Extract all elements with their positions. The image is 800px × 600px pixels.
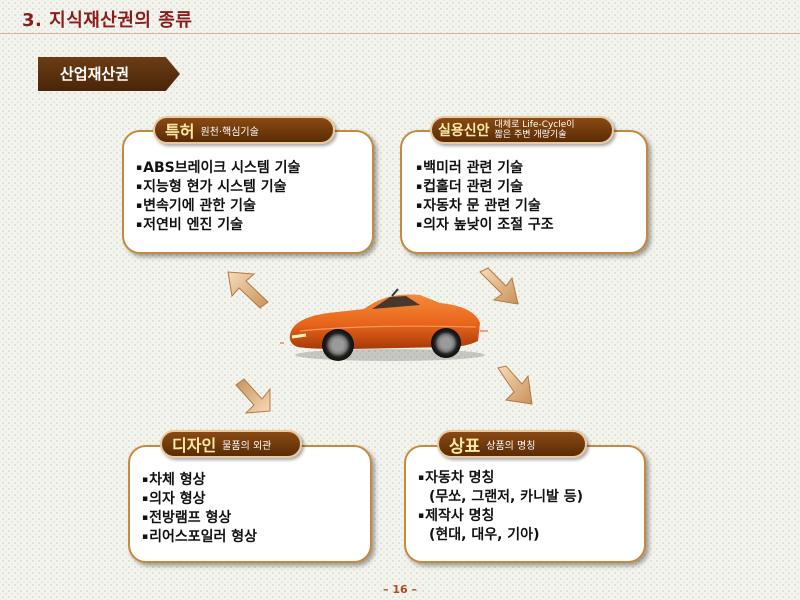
utility-box: ▪백미러 관련 기술 ▪컵홀더 관련 기술 ▪자동차 문 관련 기술 ▪의자 높… <box>400 130 648 254</box>
list-item-detail: (무쏘, 그랜저, 카니발 등) <box>429 489 583 505</box>
sports-car-image <box>280 288 488 361</box>
list-item: ▪자동차 명칭 <box>418 470 495 486</box>
list-item: ▪리어스포일러 형상 <box>142 529 258 545</box>
trademark-label: 상표 상품의 명칭 <box>437 430 587 458</box>
trademark-title: 상표 <box>449 436 481 457</box>
patent-subtitle: 원천·핵심기술 <box>200 126 259 138</box>
list-item-detail: (현대, 대우, 기아) <box>429 527 540 543</box>
trademark-list: ▪자동차 명칭 (무쏘, 그랜저, 카니발 등) ▪제작사 명칭 (현대, 대우… <box>406 447 644 545</box>
design-box: ▪차체 형상 ▪의자 형상 ▪전방램프 형상 ▪리어스포일러 형상 <box>128 445 372 563</box>
utility-title: 실용신안 <box>438 123 490 139</box>
list-item: ▪컵홀더 관련 기술 <box>416 179 524 195</box>
block-arrow-icon <box>227 271 269 309</box>
section-banner: 산업재산권 <box>38 57 180 91</box>
list-item: ▪의자 형상 <box>142 491 206 507</box>
patent-list: ▪ABS브레이크 시스템 기술 ▪지능형 현가 시스템 기술 ▪변속기에 관한 … <box>124 132 372 235</box>
list-item: ▪차체 형상 <box>142 472 206 488</box>
patent-label: 특허 원천·핵심기술 <box>153 116 335 144</box>
utility-list: ▪백미러 관련 기술 ▪컵홀더 관련 기술 ▪자동차 문 관련 기술 ▪의자 높… <box>402 132 646 235</box>
patent-box: ▪ABS브레이크 시스템 기술 ▪지능형 현가 시스템 기술 ▪변속기에 관한 … <box>122 130 374 254</box>
list-item: ▪ABS브레이크 시스템 기술 <box>136 160 301 176</box>
utility-label: 실용신안 대체로 Life-Cycle이 짧은 주변 개량기술 <box>430 116 614 144</box>
utility-subtitle: 대체로 Life-Cycle이 짧은 주변 개량기술 <box>494 120 575 140</box>
design-subtitle: 물품의 외관 <box>222 440 272 452</box>
patent-title: 특허 <box>165 122 195 141</box>
trademark-box: ▪자동차 명칭 (무쏘, 그랜저, 카니발 등) ▪제작사 명칭 (현대, 대우… <box>404 445 646 563</box>
list-item: ▪변속기에 관한 기술 <box>136 198 256 214</box>
title-divider <box>0 33 800 34</box>
design-list: ▪차체 형상 ▪의자 형상 ▪전방램프 형상 ▪리어스포일러 형상 <box>130 447 370 547</box>
page-number: – 16 – <box>383 583 417 596</box>
list-item: ▪자동차 문 관련 기술 <box>416 198 541 214</box>
block-arrow-icon <box>479 267 519 305</box>
page-title: 3. 지식재산권의 종류 <box>22 10 193 31</box>
trademark-subtitle: 상품의 명칭 <box>486 440 536 452</box>
design-label: 디자인 물품의 외관 <box>160 430 302 458</box>
list-item: ▪제작사 명칭 <box>418 508 495 524</box>
design-title: 디자인 <box>172 436 217 455</box>
list-item: ▪백미러 관련 기술 <box>416 160 524 176</box>
list-item: ▪의자 높낮이 조절 구조 <box>416 217 554 233</box>
block-arrow-icon <box>497 365 533 405</box>
block-arrow-icon <box>235 378 271 414</box>
list-item: ▪지능형 현가 시스템 기술 <box>136 179 287 195</box>
list-item: ▪전방램프 형상 <box>142 510 232 526</box>
list-item: ▪저연비 엔진 기술 <box>136 217 244 233</box>
